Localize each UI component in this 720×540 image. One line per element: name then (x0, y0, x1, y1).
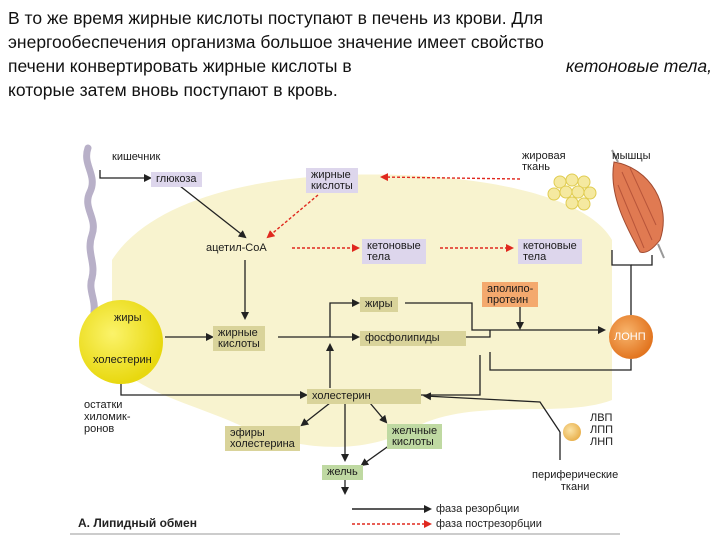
box-bile: желчь (322, 465, 363, 480)
lipoprotein-ball (563, 423, 581, 441)
intro-line-1: В то же время жирные кислоты поступают в… (8, 8, 543, 28)
box-fats-mid: жиры (360, 297, 398, 312)
box-ketone-bodies-1: кетоновые тела (362, 239, 426, 264)
box-fatty-acids-top-line-1: жирные (311, 169, 351, 181)
intro-paragraph: В то же время жирные кислоты поступают в… (8, 6, 712, 102)
intestine-shape (83, 144, 98, 316)
box-fatty-acids-mid: жирные кислоты (213, 326, 265, 351)
box-ketone-bodies-2-line-1: кетоновые (523, 240, 577, 252)
box-apolipoprotein: аполипо- протеин (482, 282, 539, 307)
label-peripheral-tissues-line-1: периферические (532, 469, 619, 481)
box-fatty-acids-top: жирные кислоты (306, 168, 358, 193)
label-acetyl-coa: ацетил-CoA (206, 242, 267, 254)
box-glucose: глюкоза (151, 172, 202, 187)
chylomicron-ball (79, 300, 163, 384)
label-idl: ЛПП (590, 424, 614, 436)
label-peripheral-tissues-line-2: ткани (560, 481, 590, 493)
box-fatty-acids-top-line-2: кислоты (311, 179, 353, 192)
label-chylomicron-remnants-line-1: остатки (84, 399, 123, 411)
intro-line-3-emphasis: кетоновые тела, (565, 56, 712, 76)
box-apolipoprotein-line-2: протеин (487, 293, 529, 306)
box-cholesterol-esters-line-2: холестерина (230, 437, 295, 450)
box-cholesterol-center: холестерин (307, 389, 421, 404)
label-intestine: кишечник (112, 151, 161, 163)
label-lipoproteins: ЛВП ЛПП ЛНП (590, 412, 613, 448)
intro-line-3: печени конвертировать жирные кислоты в к… (8, 54, 712, 78)
box-fatty-acids-mid-line-1: жирные (218, 327, 258, 339)
intro-line-2: энергообеспечения организма большое знач… (8, 32, 544, 52)
box-cholesterol-esters: эфиры холестерина (225, 426, 300, 451)
intro-line-3-text: печени конвертировать жирные кислоты в (8, 56, 352, 76)
box-phospholipids: фосфолипиды (360, 331, 466, 346)
legend-resorption-label: фаза резорбции (436, 503, 520, 515)
legend-postresorption-label: фаза пострезорбции (436, 518, 542, 530)
figure-caption: А. Липидный обмен (78, 516, 197, 530)
label-chylomicron-remnants-line-3: ронов (84, 423, 115, 435)
intro-line-4: которые затем вновь поступают в кровь. (8, 80, 338, 100)
label-adipose-line-1: жировая (522, 150, 566, 162)
box-cholesterol-esters-line-1: эфиры (230, 427, 265, 439)
box-bile-acids: желчные кислоты (387, 424, 443, 449)
label-chylomicron-remnants-line-2: хиломик- (84, 411, 131, 423)
label-chylomicron-remnants: остатки хиломик- ронов (84, 399, 131, 435)
muscle-shape (612, 161, 664, 253)
box-ketone-bodies-1-line-1: кетоновые (367, 240, 421, 252)
label-hdl: ЛВП (590, 412, 613, 424)
vldl-ball (609, 315, 653, 359)
label-cholesterol-left: холестерин (93, 354, 152, 366)
box-bile-acids-line-1: желчные (392, 425, 438, 437)
box-ketone-bodies-1-line-2: тела (367, 250, 391, 263)
label-peripheral-tissues: периферические ткани (532, 469, 618, 493)
box-apolipoprotein-line-1: аполипо- (487, 283, 534, 295)
label-fats-left: жиры (114, 312, 142, 324)
box-ketone-bodies-2-line-2: тела (523, 250, 547, 263)
adipose-cells (547, 173, 597, 211)
label-adipose-line-2: ткань (522, 161, 551, 173)
label-ldl: ЛНП (590, 436, 614, 448)
box-fatty-acids-mid-line-2: кислоты (218, 337, 260, 350)
label-muscles: мышцы (612, 150, 651, 162)
box-bile-acids-line-2: кислоты (392, 435, 434, 448)
label-vldl: ЛОНП (614, 331, 646, 343)
box-ketone-bodies-2: кетоновые тела (518, 239, 582, 264)
label-adipose: жировая ткань (522, 151, 566, 173)
